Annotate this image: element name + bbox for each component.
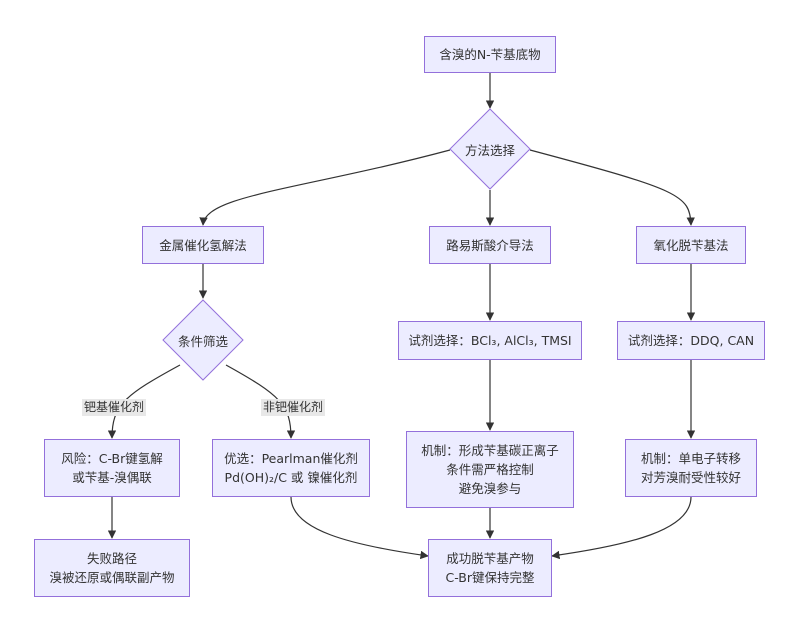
edge-method-metal [199,149,451,226]
node-pref: 优选：Pearlman催化剂 Pd(OH)₂/C 或 镍催化剂 [212,439,370,497]
node-lewis-mech-line-2: 条件需严格控制 [446,462,534,477]
node-fail-line-1: 失败路径 [86,551,137,566]
edge-label-pd: 钯基催化剂 [82,399,147,416]
node-lewis-mech: 机制：形成苄基碳正离子 条件需严格控制 避免溴参与 [406,431,574,508]
node-risk-line-1: 风险：C-Br键氢解 [61,451,163,466]
edge-oxidmech-success [551,496,692,560]
node-success-line-1: 成功脱苄基产物 [446,551,534,566]
node-cond: 条件筛选 [162,299,244,381]
edge-label-nonpd: 非钯催化剂 [261,399,326,416]
node-oxid-mech-line-2: 对芳溴耐受性较好 [640,470,741,485]
node-oxid-mech: 机制：单电子转移 对芳溴耐受性较好 [625,439,757,497]
node-risk-line-2: 或苄基-溴偶联 [72,470,152,485]
node-success-line-2: C-Br键保持完整 [445,570,535,585]
node-lewis-mech-line-1: 机制：形成苄基碳正离子 [421,443,559,458]
node-risk: 风险：C-Br键氢解 或苄基-溴偶联 [44,439,180,497]
node-method: 方法选择 [449,108,531,190]
node-oxid-line-1: 氧化脱苄基法 [653,237,729,253]
node-metal: 金属催化氢解法 [142,226,264,264]
node-lewis-line-1: 路易斯酸介导法 [446,237,534,253]
node-metal-line-1: 金属催化氢解法 [159,237,247,253]
node-oxid-reagent-line-1: 试剂选择：DDQ, CAN [627,333,755,348]
node-lewis-reagent: 试剂选择：BCl₃, AlCl₃, TMSI [398,321,582,360]
diamond-shape [162,299,244,381]
node-success: 成功脱苄基产物 C-Br键保持完整 [428,539,552,597]
node-oxid-reagent: 试剂选择：DDQ, CAN [617,321,765,360]
node-cond-label: 条件筛选 [177,333,228,349]
node-lewis-reagent-line-1: 试剂选择：BCl₃, AlCl₃, TMSI [408,333,572,348]
edge-method-oxid [529,149,695,226]
diamond-shape [449,108,531,190]
node-fail: 失败路径 溴被还原或偶联副产物 [34,539,190,597]
node-start: 含溴的N-苄基底物 [424,36,556,73]
node-fail-line-2: 溴被还原或偶联副产物 [49,570,175,585]
node-pref-line-1: 优选：Pearlman催化剂 [224,451,358,466]
node-lewis: 路易斯酸介导法 [429,226,551,264]
node-start-line-1: 含溴的N-苄基底物 [439,47,541,62]
node-pref-line-2: Pd(OH)₂/C 或 镍催化剂 [224,470,358,485]
node-lewis-mech-line-3: 避免溴参与 [458,481,522,496]
node-oxid: 氧化脱苄基法 [636,226,746,264]
node-oxid-mech-line-1: 机制：单电子转移 [640,451,741,466]
edge-pref-success [290,496,429,560]
node-method-label: 方法选择 [464,142,515,158]
